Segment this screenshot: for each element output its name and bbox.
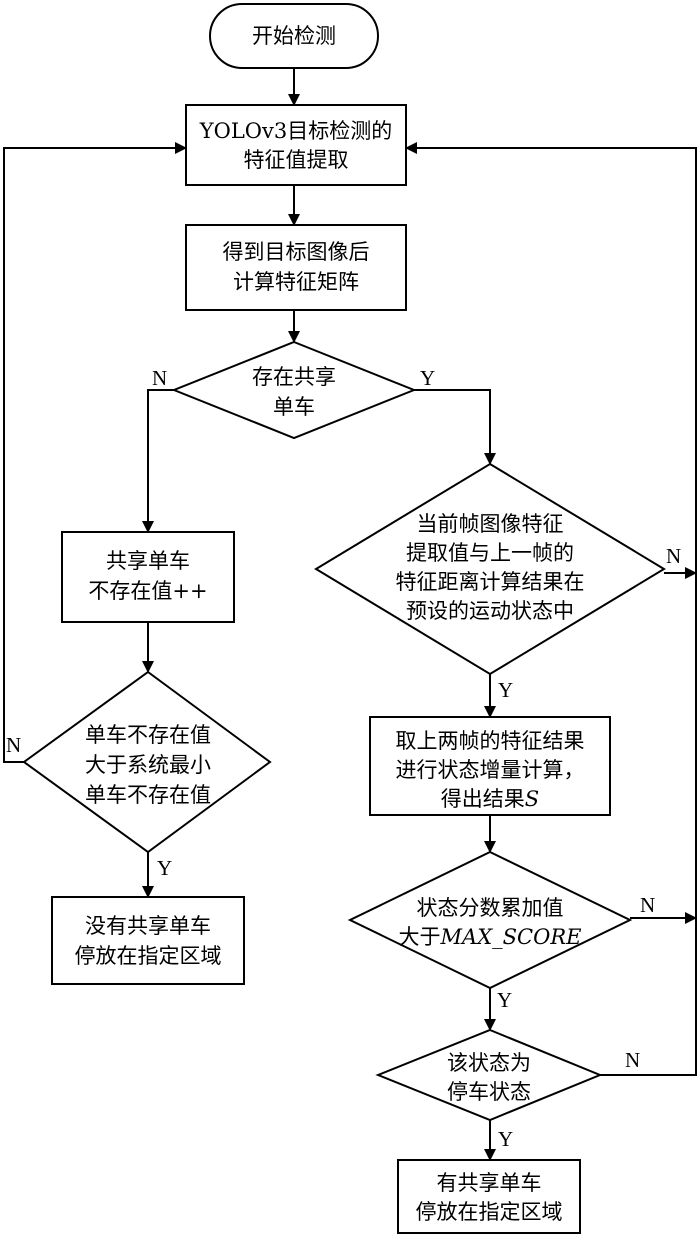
threshold-line-1: 单车不存在值 (85, 723, 211, 747)
no-bike-line-1: 没有共享单车 (85, 914, 211, 938)
arrow-threshold-no-loop (3, 142, 187, 763)
feature-extraction-line-2: 特征值提取 (244, 148, 349, 172)
label-motion-no: N (666, 544, 681, 568)
has-bike-line-1: 有共享单车 (437, 1171, 542, 1195)
motion-state-line-4: 预设的运动状态中 (406, 599, 574, 623)
label-exists-no: N (152, 366, 167, 390)
arrow-exists-no-branch (142, 389, 174, 533)
feature-extraction-box: YOLOv3目标检测的 特征值提取 (185, 104, 407, 186)
feature-extraction-line-1: YOLOv3目标检测的 (199, 119, 392, 143)
label-parked-yes: Y (498, 1127, 513, 1151)
threshold-line-2: 大于系统最小 (85, 753, 211, 777)
svg-text:得出结果S: 得出结果S (441, 787, 539, 811)
increment-result-var: S (525, 787, 539, 811)
has-bike-line-2: 停放在指定区域 (416, 1200, 563, 1224)
label-score-yes: Y (497, 988, 512, 1012)
arrow-parked-no-loop (405, 142, 697, 1076)
feature-matrix-line-1: 得到目标图像后 (223, 240, 370, 264)
increment-line-2: 进行状态增量计算， (396, 758, 585, 782)
start-label: 开始检测 (252, 24, 336, 48)
increment-line-3: 得出结果 (441, 787, 525, 811)
label-threshold-yes: Y (157, 856, 172, 880)
no-bike-line-2: 停放在指定区域 (75, 944, 222, 968)
threshold-line-3: 单车不存在值 (85, 783, 211, 807)
parked-state-line-1: 该状态为 (447, 1051, 531, 1075)
start-node: 开始检测 (209, 3, 379, 69)
increment-line-1: 取上两帧的特征结果 (396, 729, 585, 753)
threshold-decision: 单车不存在值 大于系统最小 单车不存在值 (22, 670, 272, 854)
bike-exists-line-2: 单车 (273, 395, 315, 419)
feature-matrix-box: 得到目标图像后 计算特征矩阵 (185, 224, 407, 311)
score-max-var: MAX_SCORE (440, 925, 582, 949)
score-line-1: 状态分数累加值 (417, 896, 564, 920)
motion-state-line-1: 当前帧图像特征 (417, 512, 564, 536)
label-motion-yes: Y (498, 678, 513, 702)
increment-box: 取上两帧的特征结果 进行状态增量计算， 得出结果S (369, 716, 611, 816)
label-parked-no: N (625, 1048, 640, 1072)
motion-state-decision: 当前帧图像特征 提取值与上一帧的 特征距离计算结果在 预设的运动状态中 (314, 462, 666, 676)
nonexist-count-box: 共享单车 不存在值++ (61, 531, 235, 623)
bike-exists-decision: 存在共享 单车 (171, 340, 417, 440)
nonexist-count-line-2: 不存在值++ (88, 579, 207, 603)
parked-state-decision: 该状态为 停车状态 (375, 1028, 603, 1122)
score-line-2: 大于 (399, 925, 441, 949)
arrow-exists-yes-branch (414, 389, 496, 465)
motion-state-line-3: 特征距离计算结果在 (396, 570, 585, 594)
label-score-no: N (640, 893, 655, 917)
score-decision: 状态分数累加值 大于MAX_SCORE (347, 850, 633, 990)
bike-exists-line-1: 存在共享 (252, 365, 336, 389)
motion-state-line-2: 提取值与上一帧的 (406, 541, 574, 565)
parked-state-line-2: 停车状态 (447, 1080, 531, 1104)
has-bike-box: 有共享单车 停放在指定区域 (397, 1159, 581, 1234)
feature-matrix-line-2: 计算特征矩阵 (233, 270, 359, 294)
no-bike-box: 没有共享单车 停放在指定区域 (51, 896, 245, 985)
label-exists-yes: Y (420, 366, 435, 390)
nonexist-count-line-1: 共享单车 (106, 549, 190, 573)
svg-text:大于MAX_SCORE: 大于MAX_SCORE (399, 925, 582, 949)
label-threshold-no: N (6, 733, 21, 757)
